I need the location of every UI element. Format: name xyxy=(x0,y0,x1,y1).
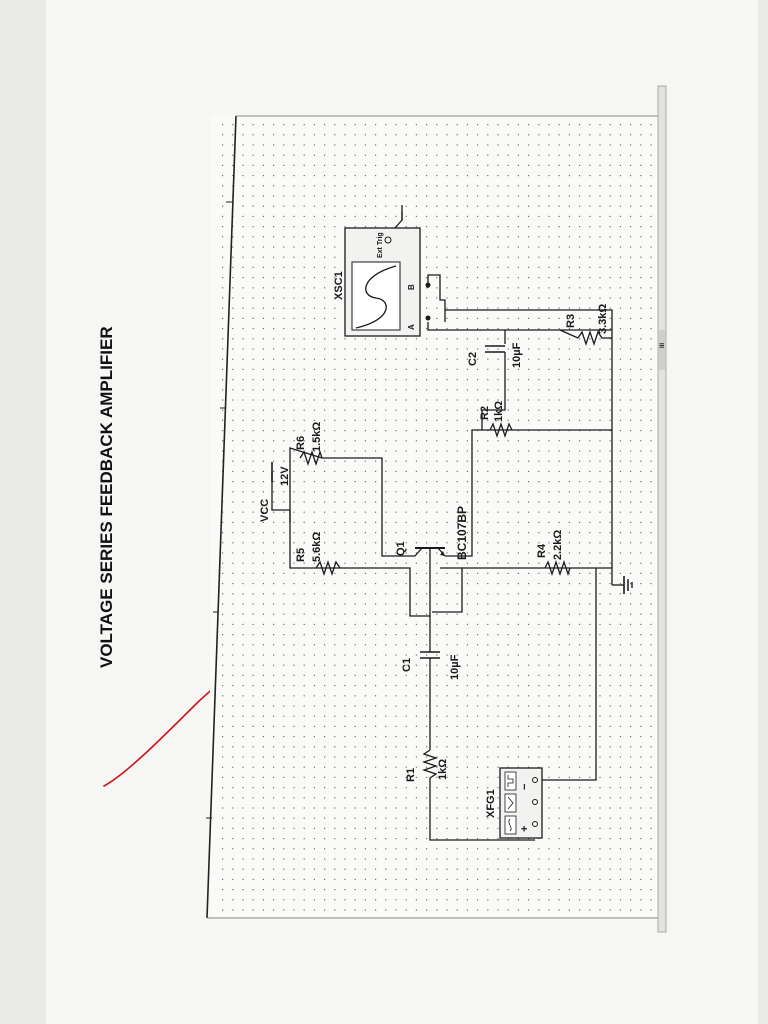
generator-minus-label: − xyxy=(519,784,531,790)
scope-b-terminal[interactable] xyxy=(425,282,431,288)
scope-b-label: B xyxy=(407,284,416,290)
emitter-wire xyxy=(432,567,463,613)
generator-plus-label: + xyxy=(519,826,531,832)
c1-value: 10µF xyxy=(449,654,461,680)
r2-zigzag xyxy=(489,421,513,439)
resistor-r4[interactable]: R4 2.2kΩ xyxy=(536,530,571,577)
r5-name: R5 xyxy=(295,548,307,562)
r1-zigzag xyxy=(421,749,439,790)
scope-a-wire xyxy=(427,322,505,331)
r3-zigzag xyxy=(577,329,612,347)
r2-name: R2 xyxy=(479,406,491,420)
r3-value: 3.3kΩ xyxy=(597,304,609,334)
r5-value: 5.6kΩ xyxy=(311,532,323,562)
q1-emitter-arrow xyxy=(440,551,445,556)
generator-return-wire xyxy=(535,568,597,781)
scope-screen xyxy=(351,261,401,331)
page-title: VOLTAGE SERIES FEEDBACK AMPLIFIER xyxy=(97,326,116,668)
square-wave-button[interactable] xyxy=(504,771,517,791)
scope-ground-wire xyxy=(444,309,613,330)
scope-trigger-label: Ext Trig xyxy=(377,232,384,258)
vcc-label: VCC xyxy=(259,499,271,522)
r5-zigzag xyxy=(315,559,341,577)
vcc-source[interactable]: VCC 12V xyxy=(259,462,291,522)
capacitor-c1[interactable]: C1 10µF xyxy=(401,645,461,680)
grid-canvas[interactable] xyxy=(210,116,658,916)
capacitor-c2[interactable]: C2 10µF xyxy=(467,342,523,368)
schematic-window: III xyxy=(206,85,667,933)
wires xyxy=(271,205,613,841)
scope-trigger-terminal[interactable] xyxy=(384,236,392,244)
resistor-r2[interactable]: R2 1kΩ xyxy=(479,401,513,439)
resistor-r3[interactable]: R3 3.3kΩ xyxy=(559,304,612,347)
r2-value: 1kΩ xyxy=(493,401,505,422)
vcc-value: 12V xyxy=(279,466,291,486)
generator-minus-terminal[interactable] xyxy=(532,777,538,783)
c2-name: C2 xyxy=(467,352,479,366)
q1-value: BC107BP xyxy=(455,506,469,560)
resistor-r1[interactable]: R1 1kΩ xyxy=(405,749,449,790)
resistor-r6[interactable]: R6 1.5kΩ xyxy=(295,422,323,467)
r1-generator-wire xyxy=(429,790,535,841)
vertical-scrollbar[interactable] xyxy=(657,85,667,933)
r2-c2-wire xyxy=(481,352,506,430)
oscilloscope-xsc1[interactable]: XSC1 A B Ext Trig xyxy=(333,227,431,337)
generator-common-terminal[interactable] xyxy=(532,799,538,805)
scope-b-wire xyxy=(427,274,446,310)
r4-name: R4 xyxy=(536,543,548,558)
scope-a-terminal[interactable] xyxy=(425,315,431,321)
r1-name: R1 xyxy=(405,768,417,782)
resistor-r5[interactable]: R5 5.6kΩ xyxy=(295,532,341,577)
scope-a-label: A xyxy=(407,324,416,330)
r6-value: 1.5kΩ xyxy=(311,422,323,452)
generator-plus-terminal[interactable] xyxy=(532,821,538,827)
r6-name: R6 xyxy=(295,436,307,450)
function-generator-xfg1[interactable]: − + XFG1 xyxy=(485,767,543,839)
canvas-left-border xyxy=(206,115,237,919)
scope-waveform xyxy=(355,265,397,329)
r4-zigzag xyxy=(544,559,571,577)
triangle-wave-button[interactable] xyxy=(504,793,517,813)
c1-name: C1 xyxy=(401,658,413,672)
scope-name: XSC1 xyxy=(333,271,345,300)
r5-base-wire xyxy=(289,530,430,617)
r6-collector-wire xyxy=(289,447,415,557)
sine-wave-icon xyxy=(508,818,512,832)
scrollbar-marker: III xyxy=(660,343,666,348)
square-wave-icon xyxy=(507,775,514,787)
scrollbar-thumb[interactable] xyxy=(659,330,665,370)
triangle-wave-icon xyxy=(507,796,514,810)
transistor-q1[interactable]: Q1 BC107BP xyxy=(395,506,469,568)
sine-wave-button[interactable] xyxy=(504,815,517,835)
ground-symbol xyxy=(612,576,633,594)
q1-collector-leg xyxy=(414,547,423,557)
r3-lead xyxy=(559,329,579,339)
generator-name: XFG1 xyxy=(485,789,497,818)
collector-r2-wire xyxy=(445,429,482,557)
c2-value: 10µF xyxy=(511,342,523,368)
r6-zigzag xyxy=(299,449,323,467)
r1-value: 1kΩ xyxy=(437,759,449,780)
r3-name: R3 xyxy=(565,314,577,328)
q1-name: Q1 xyxy=(395,541,407,556)
r4-value: 2.2kΩ xyxy=(552,530,564,560)
